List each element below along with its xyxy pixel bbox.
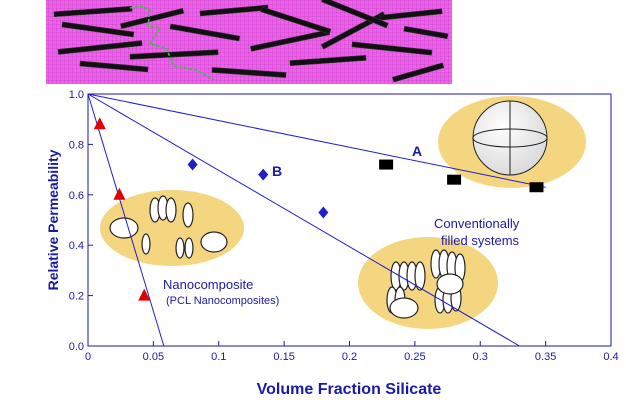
x-tick-label: 0.25 [404, 351, 425, 363]
x-tick-label: 0.1 [211, 351, 226, 363]
x-axis-title: Volume Fraction Silicate [257, 381, 442, 398]
y-tick-label: 1.0 [69, 89, 84, 101]
y-tick-label: 0.4 [69, 240, 84, 252]
x-tick-label: 0 [85, 351, 91, 363]
x-tick-label: 0.05 [143, 351, 164, 363]
data-markers [93, 117, 544, 301]
silicate-platelets [53, 0, 449, 83]
square-marker [529, 182, 544, 193]
fit-lines [87, 93, 546, 347]
fit-line [87, 93, 546, 188]
conventional-fillers-blob [358, 237, 498, 329]
x-tick-label: 0.2 [342, 351, 357, 363]
triangle-marker [93, 117, 106, 130]
diamond-marker [187, 158, 198, 171]
curve-b-label: B [272, 163, 282, 179]
diffusion-path [129, 5, 215, 81]
pcl-label: (PCL Nanocomposites) [166, 295, 279, 307]
curve-a-label: A [412, 143, 422, 159]
y-tick-label: 0.2 [69, 291, 84, 303]
square-marker [447, 174, 462, 185]
layered-platelets-blob [100, 190, 244, 266]
axis-ticks: 0 0.05 0.1 0.15 0.2 0.25 0.3 0.35 0.4 0.0 0.2 0.4 0.… [69, 89, 619, 363]
triangle-marker [138, 288, 151, 301]
tortuous-path-inset [46, 0, 452, 84]
conventional-label-line2: filled systems [441, 233, 520, 248]
x-tick-label: 0.3 [473, 351, 488, 363]
y-tick-label: 0.6 [69, 190, 84, 202]
diamond-marker [318, 206, 329, 219]
triangle-marker [113, 187, 126, 200]
square-marker [379, 159, 394, 170]
x-tick-label: 0.35 [535, 351, 556, 363]
sphere-filler-blob [438, 96, 586, 188]
x-tick-label: 0.15 [273, 351, 294, 363]
y-tick-label: 0.8 [69, 139, 84, 151]
nanocomposite-label: Nanocomposite [163, 277, 253, 292]
diamond-marker [258, 168, 269, 181]
x-tick-label: 0.4 [603, 351, 618, 363]
y-axis-title: Relative Permeability [45, 149, 61, 290]
fit-line [87, 93, 165, 347]
conventional-label-line1: Conventionally [434, 216, 520, 231]
y-tick-label: 0.0 [69, 341, 84, 353]
fit-line [87, 93, 520, 347]
